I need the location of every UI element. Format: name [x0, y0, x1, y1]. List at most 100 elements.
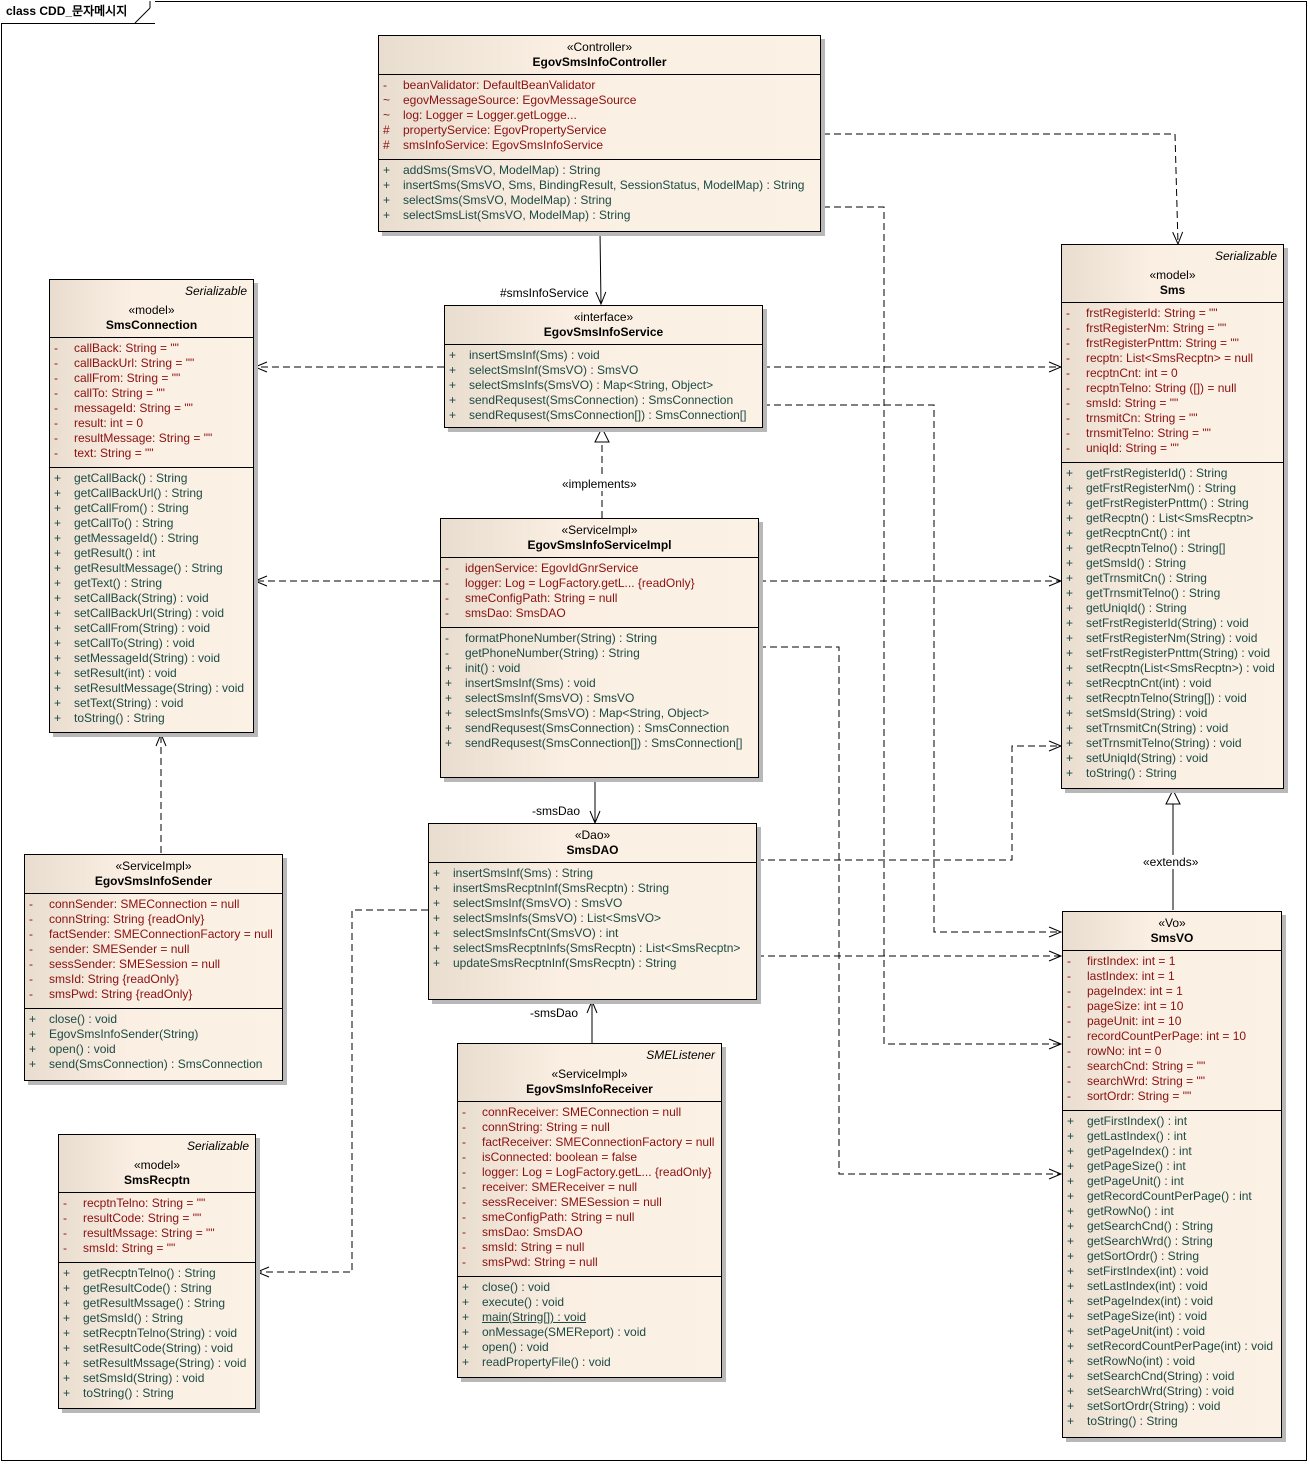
- operation-row[interactable]: +init() : void: [441, 661, 758, 676]
- operation-row[interactable]: -formatPhoneNumber(String) : String: [441, 631, 758, 646]
- attribute-row[interactable]: -resultMessage: String = "": [50, 431, 253, 446]
- operation-row[interactable]: +setFrstRegisterId(String) : void: [1062, 616, 1283, 631]
- operation-row[interactable]: +getText() : String: [50, 576, 253, 591]
- operation-row[interactable]: +insertSmsRecptnInf(SmsRecptn) : String: [429, 881, 756, 896]
- attribute-row[interactable]: -smsId: String = "": [1062, 396, 1283, 411]
- attribute-row[interactable]: -smeConfigPath: String = null: [458, 1210, 721, 1225]
- attribute-row[interactable]: -lastIndex: int = 1: [1063, 969, 1281, 984]
- operation-row[interactable]: +close() : void: [25, 1012, 282, 1027]
- attribute-row[interactable]: -result: int = 0: [50, 416, 253, 431]
- operation-row[interactable]: +getResultMssage() : String: [59, 1296, 255, 1311]
- operation-row[interactable]: +getLastIndex() : int: [1063, 1129, 1281, 1144]
- operation-row[interactable]: +setPageIndex(int) : void: [1063, 1294, 1281, 1309]
- operation-row[interactable]: +selectSmsRecptnInfs(SmsRecptn) : List<S…: [429, 941, 756, 956]
- operation-row[interactable]: +insertSms(SmsVO, Sms, BindingResult, Se…: [379, 178, 820, 193]
- operation-row[interactable]: +getRecordCountPerPage() : int: [1063, 1189, 1281, 1204]
- attribute-row[interactable]: -idgenService: EgovIdGnrService: [441, 561, 758, 576]
- operation-row[interactable]: +setRecordCountPerPage(int) : void: [1063, 1339, 1281, 1354]
- class-sms-recptn[interactable]: Serializable«model»SmsRecptn-recptnTelno…: [58, 1134, 256, 1409]
- operation-row[interactable]: +updateSmsRecptnInf(SmsRecptn) : String: [429, 956, 756, 971]
- attribute-row[interactable]: -factSender: SMEConnectionFactory = null: [25, 927, 282, 942]
- operation-row[interactable]: +setPageUnit(int) : void: [1063, 1324, 1281, 1339]
- operation-row[interactable]: +setText(String) : void: [50, 696, 253, 711]
- operation-row[interactable]: +getCallBackUrl() : String: [50, 486, 253, 501]
- operation-row[interactable]: +setSmsId(String) : void: [59, 1371, 255, 1386]
- operation-row[interactable]: +getRecptnTelno() : String: [59, 1266, 255, 1281]
- operation-row[interactable]: +getSearchCnd() : String: [1063, 1219, 1281, 1234]
- operation-row[interactable]: +setCallTo(String) : void: [50, 636, 253, 651]
- attribute-row[interactable]: -frstRegisterId: String = "": [1062, 306, 1283, 321]
- attribute-row[interactable]: -recordCountPerPage: int = 10: [1063, 1029, 1281, 1044]
- operation-row[interactable]: +getResultCode() : String: [59, 1281, 255, 1296]
- operation-row[interactable]: +setCallBack(String) : void: [50, 591, 253, 606]
- operation-row[interactable]: +getFrstRegisterNm() : String: [1062, 481, 1283, 496]
- attribute-row[interactable]: -callBackUrl: String = "": [50, 356, 253, 371]
- operation-row[interactable]: +open() : void: [25, 1042, 282, 1057]
- attribute-row[interactable]: -connString: String {readOnly}: [25, 912, 282, 927]
- operation-row[interactable]: +EgovSmsInfoSender(String): [25, 1027, 282, 1042]
- operation-row[interactable]: +setFrstRegisterPnttm(String) : void: [1062, 646, 1283, 661]
- operation-row[interactable]: +selectSmsInfs(SmsVO) : List<SmsVO>: [429, 911, 756, 926]
- attribute-row[interactable]: -pageSize: int = 10: [1063, 999, 1281, 1014]
- operation-row[interactable]: +getFirstIndex() : int: [1063, 1114, 1281, 1129]
- attribute-row[interactable]: -logger: Log = LogFactory.getL... {readO…: [441, 576, 758, 591]
- attribute-row[interactable]: -smsPwd: String = null: [458, 1255, 721, 1270]
- attribute-row[interactable]: -sender: SMESender = null: [25, 942, 282, 957]
- attribute-row[interactable]: -messageId: String = "": [50, 401, 253, 416]
- attribute-row[interactable]: -beanValidator: DefaultBeanValidator: [379, 78, 820, 93]
- operation-row[interactable]: +main(String[]) : void: [458, 1310, 721, 1325]
- operation-row[interactable]: +getResultMessage() : String: [50, 561, 253, 576]
- operation-row[interactable]: +insertSmsInf(Sms) : void: [441, 676, 758, 691]
- operation-row[interactable]: +setTrnsmitCn(String) : void: [1062, 721, 1283, 736]
- attribute-row[interactable]: -trnsmitTelno: String = "": [1062, 426, 1283, 441]
- operation-row[interactable]: +send(SmsConnection) : SmsConnection: [25, 1057, 282, 1072]
- attribute-row[interactable]: -sessReceiver: SMESession = null: [458, 1195, 721, 1210]
- operation-row[interactable]: +getFrstRegisterPnttm() : String: [1062, 496, 1283, 511]
- attribute-row[interactable]: -isConnected: boolean = false: [458, 1150, 721, 1165]
- attribute-row[interactable]: -trnsmitCn: String = "": [1062, 411, 1283, 426]
- attribute-row[interactable]: -smsId: String = "": [59, 1241, 255, 1256]
- attribute-row[interactable]: -recptn: List<SmsRecptn> = null: [1062, 351, 1283, 366]
- operation-row[interactable]: +getUniqId() : String: [1062, 601, 1283, 616]
- attribute-row[interactable]: -resultMssage: String = "": [59, 1226, 255, 1241]
- attribute-row[interactable]: -frstRegisterNm: String = "": [1062, 321, 1283, 336]
- operation-row[interactable]: +setCallFrom(String) : void: [50, 621, 253, 636]
- attribute-row[interactable]: -rowNo: int = 0: [1063, 1044, 1281, 1059]
- operation-row[interactable]: +getRecptn() : List<SmsRecptn>: [1062, 511, 1283, 526]
- attribute-row[interactable]: -uniqId: String = "": [1062, 441, 1283, 456]
- operation-row[interactable]: +getSearchWrd() : String: [1063, 1234, 1281, 1249]
- operation-row[interactable]: +getRowNo() : int: [1063, 1204, 1281, 1219]
- operation-row[interactable]: +getTrnsmitTelno() : String: [1062, 586, 1283, 601]
- operation-row[interactable]: +setUniqId(String) : void: [1062, 751, 1283, 766]
- operation-row[interactable]: +setSearchCnd(String) : void: [1063, 1369, 1281, 1384]
- class-sms-dao[interactable]: «Dao»SmsDAO+insertSmsInf(Sms) : String+i…: [428, 823, 757, 1000]
- operation-row[interactable]: +setFirstIndex(int) : void: [1063, 1264, 1281, 1279]
- operation-row[interactable]: +getCallFrom() : String: [50, 501, 253, 516]
- operation-row[interactable]: +selectSmsInf(SmsVO) : SmsVO: [429, 896, 756, 911]
- operation-row[interactable]: +getMessageId() : String: [50, 531, 253, 546]
- attribute-row[interactable]: -recptnCnt: int = 0: [1062, 366, 1283, 381]
- class-egov-sms-info-receiver[interactable]: SMEListener«ServiceImpl»EgovSmsInfoRecei…: [457, 1043, 722, 1378]
- operation-row[interactable]: +getPageUnit() : int: [1063, 1174, 1281, 1189]
- operation-row[interactable]: +setResultMssage(String) : void: [59, 1356, 255, 1371]
- operation-row[interactable]: +addSms(SmsVO, ModelMap) : String: [379, 163, 820, 178]
- operation-row[interactable]: +selectSmsList(SmsVO, ModelMap) : String: [379, 208, 820, 223]
- operation-row[interactable]: +setRecptn(List<SmsRecptn>) : void: [1062, 661, 1283, 676]
- attribute-row[interactable]: -text: String = "": [50, 446, 253, 461]
- class-egov-sms-info-sender[interactable]: «ServiceImpl»EgovSmsInfoSender-connSende…: [24, 854, 283, 1081]
- attribute-row[interactable]: #smsInfoService: EgovSmsInfoService: [379, 138, 820, 153]
- attribute-row[interactable]: -recptnTelno: String ([]) = null: [1062, 381, 1283, 396]
- operation-row[interactable]: +readPropertyFile() : void: [458, 1355, 721, 1370]
- attribute-row[interactable]: -smsDao: SmsDAO: [441, 606, 758, 621]
- attribute-row[interactable]: -callTo: String = "": [50, 386, 253, 401]
- attribute-row[interactable]: -firstIndex: int = 1: [1063, 954, 1281, 969]
- operation-row[interactable]: +selectSmsInf(SmsVO) : SmsVO: [445, 363, 762, 378]
- operation-row[interactable]: +selectSmsInfs(SmsVO) : Map<String, Obje…: [441, 706, 758, 721]
- attribute-row[interactable]: -resultCode: String = "": [59, 1211, 255, 1226]
- class-egov-sms-info-service[interactable]: «interface»EgovSmsInfoService+insertSmsI…: [444, 305, 763, 428]
- operation-row[interactable]: +selectSmsInf(SmsVO) : SmsVO: [441, 691, 758, 706]
- attribute-row[interactable]: -pageIndex: int = 1: [1063, 984, 1281, 999]
- operation-row[interactable]: +toString() : String: [1063, 1414, 1281, 1429]
- attribute-row[interactable]: -sessSender: SMESession = null: [25, 957, 282, 972]
- attribute-row[interactable]: ~egovMessageSource: EgovMessageSource: [379, 93, 820, 108]
